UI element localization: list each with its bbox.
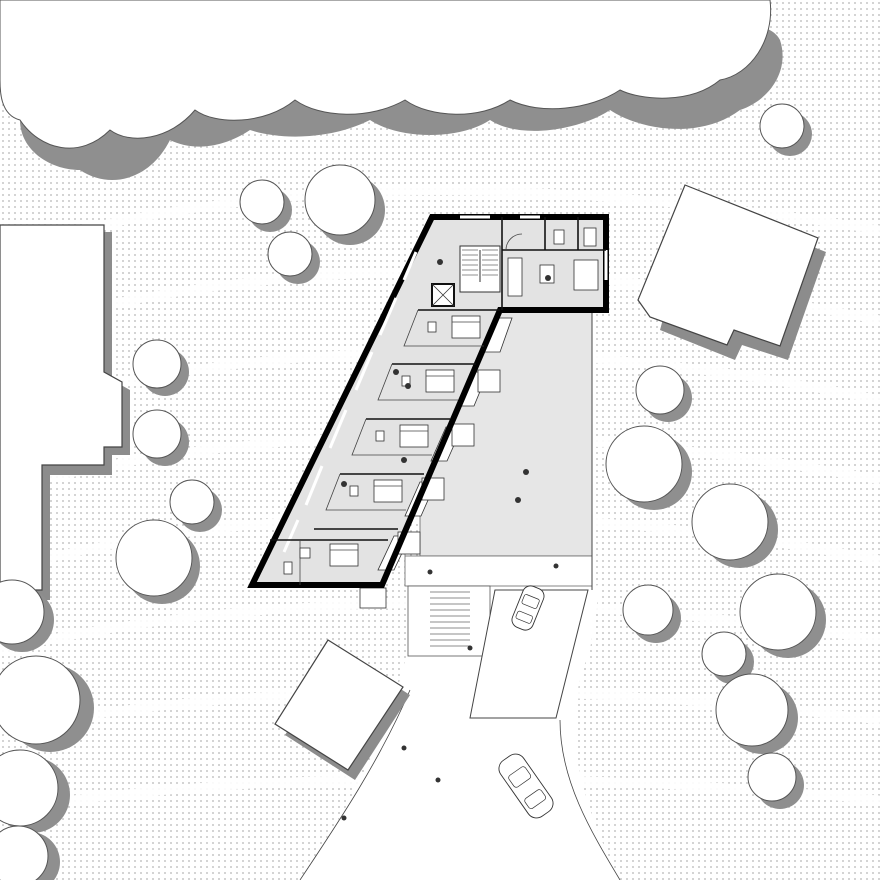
- carport: [469, 589, 589, 719]
- tree-icon: [605, 425, 692, 510]
- tree-icon: [0, 749, 70, 833]
- tree-icon: [747, 752, 804, 809]
- tree-icon: [622, 584, 681, 643]
- tree-icon: [132, 409, 189, 466]
- road-edge: [299, 689, 411, 880]
- tree-icon: [0, 579, 54, 652]
- bed-icon: [329, 315, 481, 567]
- tree-icon: [701, 631, 754, 684]
- trees: [0, 103, 826, 880]
- tree-icon: [691, 483, 778, 568]
- main-building: [247, 214, 609, 609]
- top-apartment: [501, 217, 606, 310]
- stair-icon: [431, 245, 501, 307]
- tree-icon: [0, 825, 60, 880]
- tree-icon: [267, 231, 320, 284]
- car-icon: [511, 585, 545, 631]
- neighbour-building-bottom: [274, 639, 410, 780]
- stair-icon: [407, 585, 491, 657]
- car-icon: [498, 753, 554, 819]
- tree-icon: [739, 573, 826, 658]
- tree-icon: [0, 655, 94, 752]
- neighbour-building-right: [637, 184, 826, 360]
- plant-icon: [341, 259, 559, 821]
- tree-icon: [132, 339, 189, 396]
- tree-icon: [635, 365, 692, 422]
- tree-icon: [715, 673, 798, 754]
- tree-icon: [304, 164, 385, 245]
- tree-icon: [239, 179, 292, 232]
- tree-icon: [115, 519, 200, 604]
- road-edge-right: [559, 719, 621, 880]
- tree-icon: [169, 479, 222, 532]
- tree-icon: [759, 103, 812, 156]
- tree-canopy-top: [0, 0, 783, 180]
